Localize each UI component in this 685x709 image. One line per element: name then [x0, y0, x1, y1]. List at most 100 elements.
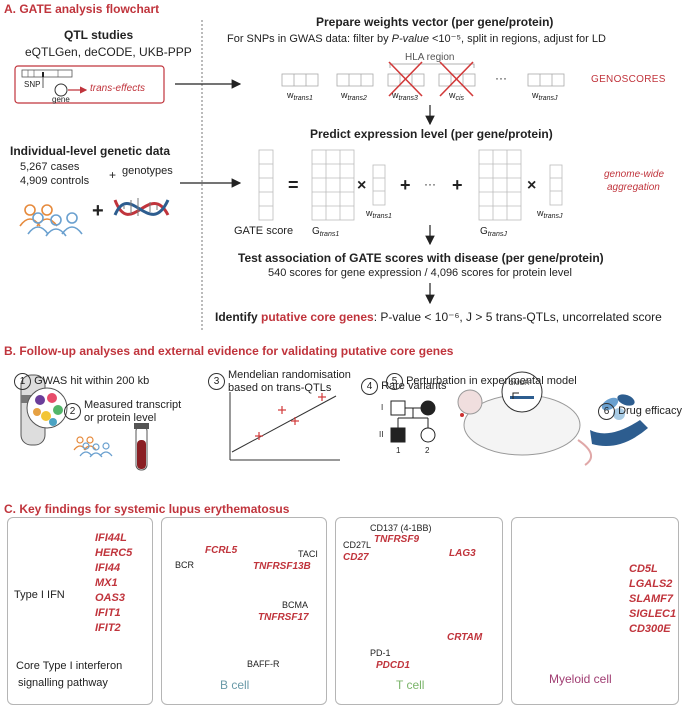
step-number-4: 4 [361, 378, 378, 395]
section-a-title: A. GATE analysis flowchart [4, 2, 160, 16]
protein-bcr: BCR [175, 560, 195, 570]
onoff-label: ON/OFF [509, 381, 532, 387]
pedigree-chart [390, 400, 436, 443]
genotypes-label: genotypes [122, 165, 173, 177]
followup-item-5: 5 Perturbation in experimental model [386, 373, 577, 390]
hla-bracket [389, 63, 475, 68]
section-c-title: C. Key findings for systemic lupus eryth… [4, 502, 290, 516]
gene-fcrl5: FCRL5 [205, 545, 238, 556]
w-trans2-label: wtrans2 [341, 90, 367, 102]
step-number-3: 3 [208, 373, 225, 390]
times-sign-1: × [357, 177, 367, 194]
gene-lgals2: LGALS2 [629, 578, 673, 590]
plus-sign-1: + [400, 175, 411, 195]
w-transJ-label: wtransJ [532, 90, 558, 102]
gene-pdcd1: PDCD1 [376, 660, 410, 671]
controls-count: 4,909 controls [20, 175, 90, 187]
predict-ellipsis: ··· [424, 177, 436, 191]
step-number-6: 6 [598, 403, 615, 420]
genoscores-tag: GENOSCORES [591, 74, 666, 85]
predict-heading: Predict expression level (per gene/prote… [310, 127, 553, 141]
small-people-icon [73, 436, 113, 458]
gene-tnfrsf13b: TNFRSF13B [253, 561, 311, 572]
followup-item-3: 3 [208, 373, 225, 390]
gene-ifit2: IFIT2 [95, 622, 121, 634]
dna-icon [113, 198, 170, 216]
protein-pd1: PD-1 [370, 648, 391, 658]
followup-item-1: 1 GWAS hit within 200 kb [14, 373, 149, 390]
b-cell-label: B cell [220, 678, 250, 692]
test-heading: Test association of GATE scores with dis… [238, 251, 604, 265]
ifn-panel [7, 517, 153, 705]
gene-cd300e: CD300E [629, 623, 671, 635]
gene-crtam: CRTAM [447, 632, 483, 643]
prediction-matrices [258, 149, 563, 221]
qtl-schematic [14, 65, 165, 104]
plus-sign-2: + [452, 175, 463, 195]
gene-ifi44: IFI44 [95, 562, 121, 574]
protein-bcma: BCMA [282, 600, 309, 610]
type-i-ifn-label: Type I IFN [14, 589, 65, 601]
protein-taci: TACI [298, 549, 318, 559]
pedigree-gen-2: II [379, 430, 384, 439]
gene-ifi44l: IFI44L [95, 532, 127, 544]
cases-count: 5,267 cases [20, 161, 80, 173]
followup-item-2: 2 [64, 403, 81, 420]
times-sign-2: × [527, 177, 537, 194]
w-trans1-vector-label: wtrans1 [366, 208, 392, 220]
gene-label: gene [52, 95, 70, 104]
individual-heading: Individual-level genetic data [10, 144, 171, 158]
identify-line: Identify putative core genes: P-value < … [215, 310, 662, 324]
qtl-sources: eQTLGen, deCODE, UKB-PPP [25, 45, 192, 59]
w-transJ-vector-label: wtransJ [537, 208, 563, 220]
pedigree-ind-2: 2 [425, 446, 430, 455]
gene-tnfrsf17: TNFRSF17 [258, 612, 309, 623]
w-cis-label: wcis [449, 90, 465, 102]
ifn-footer-line2: signalling pathway [18, 677, 108, 689]
gene-ifit1: IFIT1 [95, 607, 121, 619]
pedigree-ind-1: 1 [396, 446, 401, 455]
hla-region-label: HLA region [405, 52, 455, 63]
w-trans1-label: wtrans1 [287, 90, 313, 102]
equals-sign: = [288, 175, 299, 195]
t-cell-label: T cell [396, 678, 425, 692]
gene-slamf7: SLAMF7 [629, 593, 673, 605]
b-cell-panel [161, 517, 327, 705]
protein-cd27l: CD27L [343, 540, 372, 550]
mouse-icon [457, 371, 593, 466]
step-number-2: 2 [64, 403, 81, 420]
weight-vectors [281, 73, 565, 87]
weights-description: For SNPs in GWAS data: filter by P-value… [227, 33, 606, 45]
gene-cd27: CD27 [343, 552, 369, 563]
gene-tnfrsf9: TNFRSF9 [374, 534, 419, 545]
gene-mx1: MX1 [95, 577, 118, 589]
g-trans1-label: Gtrans1 [312, 226, 340, 238]
excluded-crosses [388, 61, 474, 97]
weights-ellipsis: ··· [495, 71, 507, 85]
aggregation-tag-line2: aggregation [607, 182, 660, 193]
gate-score-label: GATE score [234, 225, 294, 237]
step-number-5: 5 [386, 373, 403, 390]
pedigree-gen-1: I [381, 403, 384, 412]
step-number-1: 1 [14, 373, 31, 390]
plus-icon: + [92, 200, 104, 222]
people-icon [19, 204, 83, 237]
weights-heading: Prepare weights vector (per gene/protein… [316, 15, 554, 29]
myeloid-gene-list: CD5L LGALS2 SLAMF7 SIGLEC1 CD300E [629, 562, 676, 637]
qtl-heading: QTL studies [64, 28, 134, 42]
gene-herc5: HERC5 [95, 547, 133, 559]
gene-siglec1: SIGLEC1 [629, 608, 677, 620]
blood-tube-icon [134, 423, 149, 471]
aggregation-tag-line1: genome-wide [604, 169, 665, 180]
test-description: 540 scores for gene expression / 4,096 s… [268, 267, 572, 279]
followup-item-6: 6 Drug efficacy [598, 403, 682, 420]
plus-sign: + [109, 168, 117, 182]
gene-cd5l: CD5L [629, 563, 658, 575]
snp-label: SNP [24, 80, 41, 89]
myeloid-cell-label: Myeloid cell [549, 672, 612, 686]
ifn-gene-list: IFI44L HERC5 IFI44 MX1 OAS3 IFIT1 IFIT2 [95, 531, 132, 636]
t-cell-panel [335, 517, 503, 705]
mr-plot [229, 392, 340, 461]
